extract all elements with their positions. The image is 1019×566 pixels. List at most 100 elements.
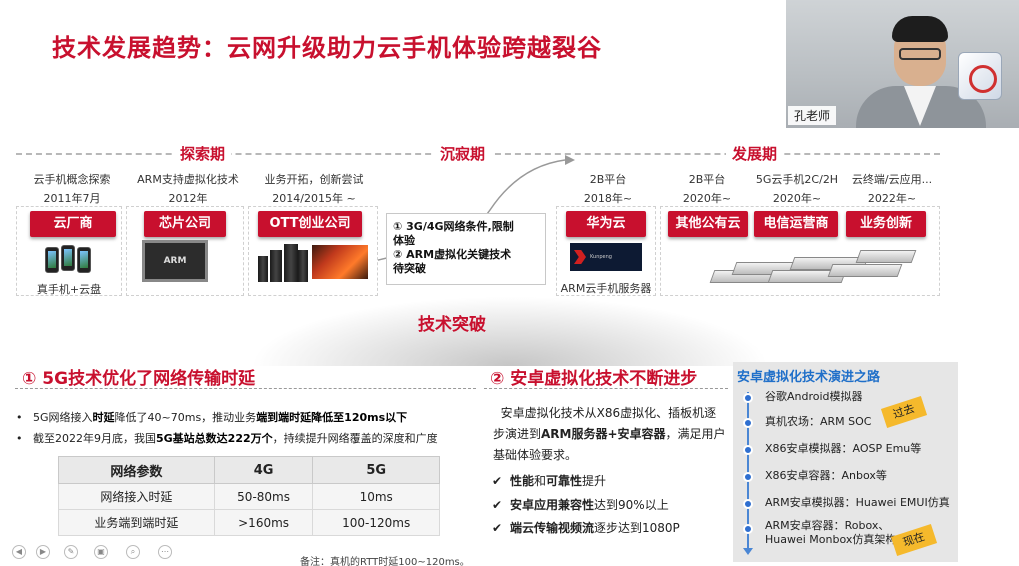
tag-chip-company: 芯片公司 (144, 211, 226, 237)
check-item: ✔性能和可靠性提升 (492, 474, 607, 488)
col-desc: 2B平台 (589, 173, 627, 186)
dormant-line: ② ARM虚拟化关键技术 (393, 248, 512, 261)
col-date: 2018年~ (583, 192, 633, 205)
tag-telecom: 电信运营商 (754, 211, 838, 237)
col-desc: 业务开拓，创新尝试 (264, 173, 364, 186)
breakthrough-label: 技术突破 (418, 315, 486, 335)
roadmap-item: X86安卓模拟器：AOSP Emu等 (765, 442, 922, 455)
tag-huawei-cloud: 华为云 (566, 211, 646, 237)
server-image (827, 264, 903, 277)
table-header: 5G (312, 456, 440, 484)
roadmap-item: 真机农场：ARM SOC (765, 415, 872, 428)
roadmap-axis (747, 392, 749, 550)
stamp-past: 过去 (880, 396, 928, 428)
copy-icon[interactable]: ▣ (94, 545, 108, 559)
col-desc: 云终端/云应用... (851, 173, 933, 186)
chip-label: ARM (163, 256, 187, 266)
roadmap-dot (743, 418, 753, 428)
server-rack-image (298, 250, 308, 282)
roadmap-dot (743, 393, 753, 403)
roadmap-panel: 安卓虚拟化技术演进之路 谷歌Android模拟器 真机农场：ARM SOC X8… (733, 362, 958, 562)
period-growth: 发展期 (726, 143, 784, 164)
period-explore: 探索期 (174, 143, 232, 164)
col-desc: 5G云手机2C/2H (755, 173, 839, 186)
table-cell: 100-120ms (312, 509, 440, 536)
col-date: 2014/2015年 ~ (272, 192, 356, 205)
section-android-title: ② 安卓虚拟化技术不断进步 (490, 369, 698, 389)
dormant-line: 体验 (393, 234, 415, 247)
server-image (855, 250, 917, 263)
arrow-down-icon (743, 548, 753, 555)
cloud-logo-icon (958, 52, 1002, 100)
presenter-name: 孔老师 (788, 106, 837, 125)
table-cell: 10ms (312, 483, 440, 510)
dormant-line: ① 3G/4G网络条件,限制 (393, 220, 514, 233)
tag-innovation: 业务创新 (846, 211, 926, 237)
divider (15, 388, 476, 389)
search-icon[interactable]: ⌕ (126, 545, 140, 559)
col-date: 2020年~ (772, 192, 822, 205)
prev-icon[interactable]: ◀ (12, 545, 26, 559)
table-cell: 业务端到端时延 (58, 509, 215, 536)
table-cell: 50-80ms (213, 483, 314, 510)
dormant-line: 待突破 (393, 262, 426, 275)
roadmap-item: ARM安卓容器：Robox、 (765, 519, 890, 532)
tag-ott: OTT创业公司 (258, 211, 362, 237)
caption-real-phone: 真手机+云盘 (36, 283, 102, 296)
table-header: 4G (213, 456, 314, 484)
pen-icon[interactable]: ✎ (64, 545, 78, 559)
table-row: 网络接入时延 50-80ms 10ms (58, 483, 440, 510)
check-icon: ✔ (492, 498, 503, 512)
server-rack-image (284, 244, 298, 282)
roadmap-dot (743, 472, 753, 482)
arm-chip-image: ARM (142, 240, 208, 282)
stamp-now: 现在 (890, 524, 938, 556)
roadmap-item: ARM安卓模拟器：Huawei EMUI仿真 (765, 496, 950, 509)
dormant-reasons-box: ① 3G/4G网络条件,限制 体验 ② ARM虚拟化关键技术 待突破 (386, 213, 546, 285)
roadmap-title: 安卓虚拟化技术演进之路 (737, 370, 881, 385)
caption-arm-server: ARM云手机服务器 (560, 282, 652, 295)
webcam-video: 孔老师 (786, 0, 1019, 128)
check-item: ✔端云传输视频流逐步达到1080P (492, 521, 680, 535)
slide-title: 技术发展趋势：云网升级助力云手机体验跨越裂谷 (52, 34, 602, 62)
section-5g-title: ① 5G技术优化了网络传输时延 (22, 369, 256, 389)
bullet-base-stations: • 截至2022年9月底，我国5G基站总数达222万个，持续提升网络覆盖的深度和… (16, 432, 438, 445)
divider (484, 388, 728, 389)
presenter-glasses (899, 48, 941, 60)
check-icon: ✔ (492, 521, 503, 535)
roadmap-dot (743, 524, 753, 534)
table-header-row: 网络参数 4G 5G (58, 456, 440, 484)
roadmap-dot (743, 499, 753, 509)
col-desc: 2B平台 (688, 173, 726, 186)
col-date: 2020年~ (682, 192, 732, 205)
breakthrough-glow (250, 296, 770, 366)
check-item: ✔安卓应用兼容性达到90%以上 (492, 498, 669, 512)
roadmap-item: 谷歌Android模拟器 (765, 390, 863, 403)
col-desc: ARM支持虚拟化技术 (137, 173, 239, 186)
roadmap-dot (743, 445, 753, 455)
table-header: 网络参数 (58, 456, 215, 484)
tag-public-cloud: 其他公有云 (668, 211, 748, 237)
period-dormant: 沉寂期 (434, 143, 492, 164)
tag-cloud-vendor: 云厂商 (30, 211, 116, 237)
server-rack-image (258, 256, 268, 282)
table-cell: >160ms (213, 509, 314, 536)
table-row: 业务端到端时延 >160ms 100-120ms (58, 509, 440, 536)
col-date: 2012年 (168, 192, 208, 205)
col-date: 2022年~ (867, 192, 917, 205)
col-date: 2011年7月 (43, 192, 101, 205)
bullet-latency: • 5G网络接入时延降低了40~70ms，推动业务端到端时延降低至120ms以下 (16, 411, 408, 424)
table-note: 备注：真机的RTT时延100~120ms。 (300, 557, 470, 566)
menu-icon[interactable]: ⋯ (158, 545, 172, 559)
kunpeng-server-image: Kunpeng (570, 243, 642, 271)
check-icon: ✔ (492, 474, 503, 488)
android-paragraph: 安卓虚拟化技术从X86虚拟化、插板机逐步演进到ARM服务器+安卓容器，满足用户基… (493, 406, 726, 462)
presenter-hair (892, 16, 948, 42)
col-desc: 云手机概念探索 (33, 173, 111, 186)
roadmap-item: X86安卓容器：Anbox等 (765, 469, 887, 482)
roadmap-item: Huawei Monbox仿真架构 (765, 533, 897, 546)
server-rack-image (270, 250, 282, 282)
next-icon[interactable]: ▶ (36, 545, 50, 559)
heatmap-image (312, 245, 368, 279)
